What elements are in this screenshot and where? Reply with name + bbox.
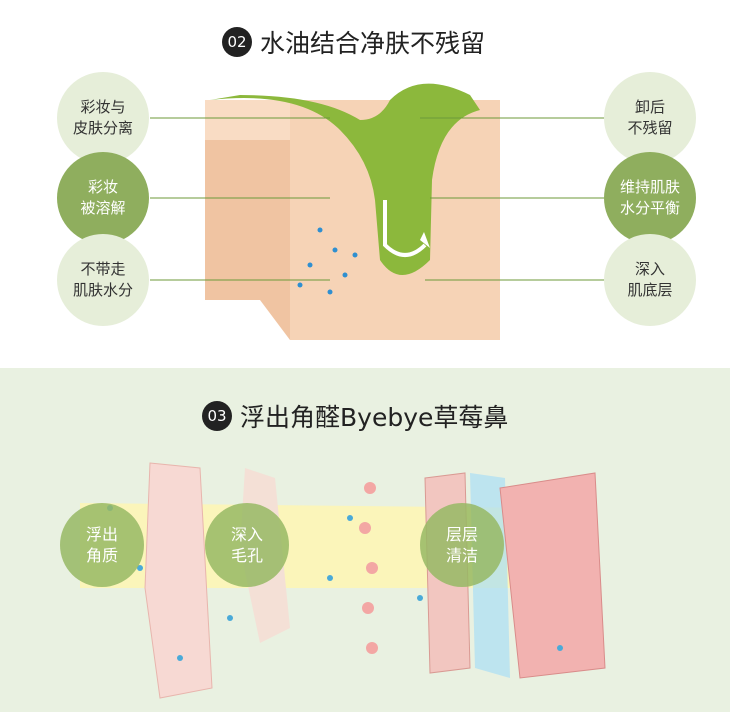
section-1-title: 02 水油结合净肤不残留	[222, 24, 485, 60]
section-makeup-removal: 02 水油结合净肤不残留 彩妆与 皮肤分离 彩妆 被溶解 不带走 肌肤水分 卸后…	[57, 24, 696, 340]
feature-circle: 不带走 肌肤水分	[57, 234, 149, 326]
section-2-title: 03 浮出角醛Byebye草莓鼻	[202, 398, 508, 434]
feature-circle: 彩妆 被溶解	[57, 152, 149, 244]
step-number-badge: 02	[222, 27, 252, 57]
step-number-badge: 03	[202, 401, 232, 431]
step-circle: 层层 清洁	[420, 503, 504, 587]
feature-circle: 彩妆与 皮肤分离	[57, 72, 149, 164]
feature-circle: 卸后 不残留	[604, 72, 696, 164]
feature-circle: 维持肌肤 水分平衡	[604, 152, 696, 244]
step-circle: 深入 毛孔	[205, 503, 289, 587]
section-1-heading: 水油结合净肤不残留	[260, 29, 486, 58]
feature-circle: 深入 肌底层	[604, 234, 696, 326]
step-circle: 浮出 角质	[60, 503, 144, 587]
skin-cross-section-illustration	[150, 83, 604, 340]
section-2-heading: 浮出角醛Byebye草莓鼻	[240, 403, 509, 432]
section-pore-cleansing: 03 浮出角醛Byebye草莓鼻 浮出 角质 深入 毛孔 层层 清洁	[0, 368, 730, 712]
